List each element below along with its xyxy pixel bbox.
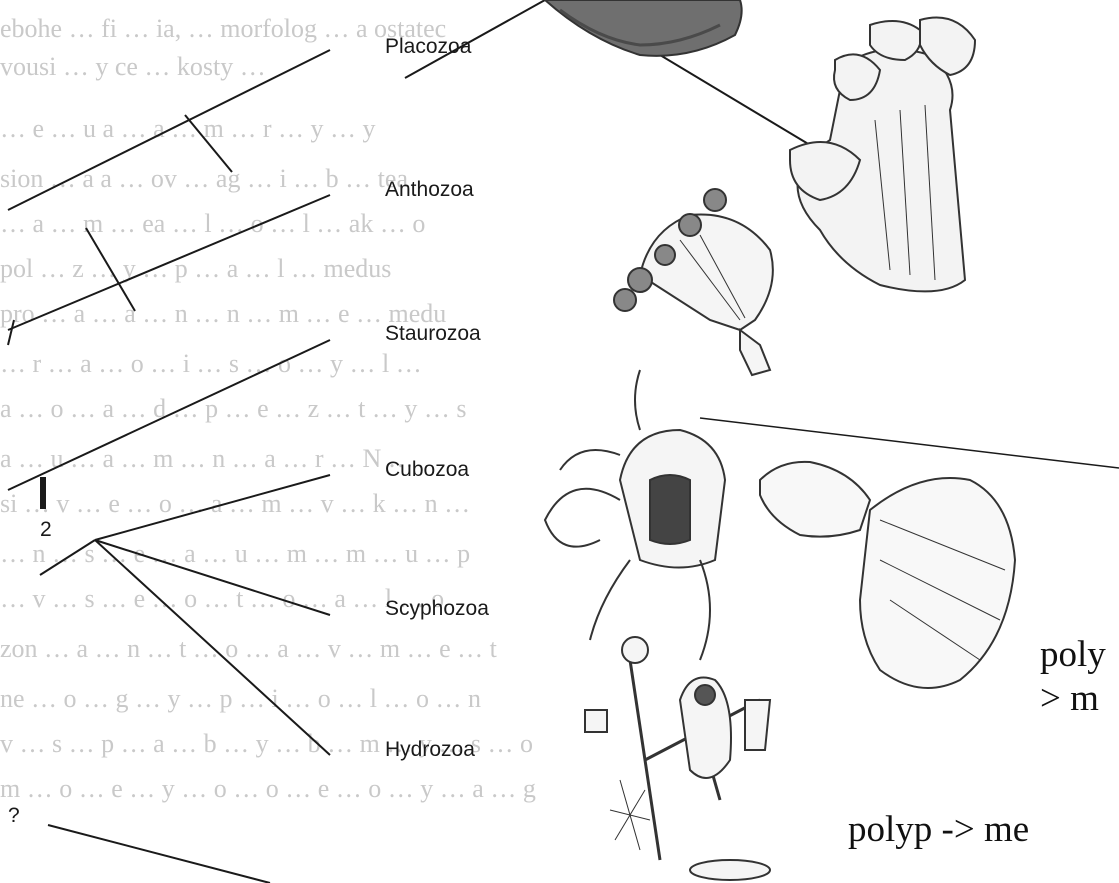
branch-scyphozoa [95, 540, 330, 615]
node-number: 2 [40, 518, 52, 542]
scyphozoa-illustration [760, 462, 1015, 688]
branch-placozoa [8, 50, 330, 210]
taxon-label-staurozoa: Staurozoa [385, 322, 481, 346]
branch-unknown [48, 825, 270, 883]
cubozoa-illustration [545, 370, 725, 660]
annotation-polyp-medusa-short-cont: > m [1040, 677, 1119, 720]
synapomorphy-tick-2 [86, 228, 135, 311]
branch-cubozoa [95, 475, 330, 540]
anthozoa-illustration [790, 18, 975, 292]
branch-anthozoa [8, 195, 330, 330]
branch-hydrozoa [95, 540, 330, 755]
pointer-cubozoa [700, 418, 1119, 468]
branch-node2-stem [40, 540, 95, 575]
synapomorphy-tick-3 [8, 320, 14, 345]
staurozoa-illustration [614, 189, 773, 375]
hydrozoa-illustration [585, 637, 770, 880]
taxon-label-cubozoa: Cubozoa [385, 458, 469, 482]
placozoa-illustration [545, 0, 742, 56]
annotation-polyp-medusa: polyp -> me [848, 808, 1119, 851]
taxon-label-scyphozoa: Scyphozoa [385, 597, 489, 621]
question-marker: ? [8, 804, 20, 828]
synapomorphy-tick-1 [185, 115, 232, 172]
branch-staurozoa [8, 340, 330, 490]
taxon-label-hydrozoa: Hydrozoa [385, 738, 475, 762]
taxon-label-placozoa: Placozoa [385, 35, 471, 59]
taxon-label-anthozoa: Anthozoa [385, 178, 474, 202]
node-bar [40, 477, 46, 509]
annotation-polyp-medusa-short: poly [1040, 633, 1119, 676]
